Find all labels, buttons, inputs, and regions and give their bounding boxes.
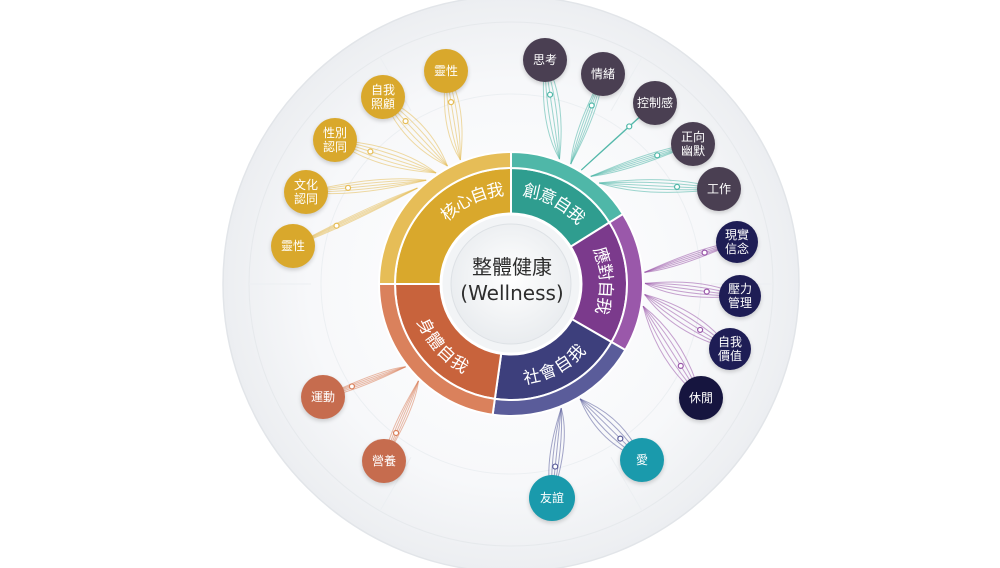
branch-dot [697,326,704,334]
branch-dot [392,429,400,437]
branch-dot [367,148,374,155]
branch-dot [348,383,356,390]
topic-node: 休閒 [679,376,723,420]
branch-dot [447,99,455,106]
branch-dot [626,123,633,130]
branch-dot [552,463,559,470]
topic-node: 自我 價值 [709,328,751,370]
hub [450,223,572,345]
branch-dot [402,118,409,125]
center-title-sub: (Wellness) [460,281,564,305]
topic-node: 營養 [362,439,406,483]
topic-node: 自我 照顧 [361,75,405,119]
topic-node: 友誼 [529,475,575,521]
topic-node: 情緒 [581,52,625,96]
grid-spoke [610,56,643,112]
center-title: 整體健康 (Wellness) [456,254,568,306]
branch-dot [588,102,595,109]
branch-dot [617,435,624,442]
topic-node: 控制感 [633,81,677,125]
topic-node: 文化 認同 [284,170,328,214]
topic-node: 正向 幽默 [671,122,715,166]
branch-dot [344,184,352,192]
segment-rim-physical [377,283,496,416]
topic-node: 運動 [301,375,345,419]
branch-dot [703,288,710,295]
branch-dot [673,183,681,191]
topic-node: 性別 認同 [313,118,357,162]
center-title-main: 整體健康 [472,255,552,279]
topic-node: 思考 [523,38,567,82]
topic-node: 愛 [620,438,664,482]
branch-dot [677,362,684,369]
topic-node: 壓力 管理 [719,275,761,317]
grid-spoke [610,456,643,512]
grid-spoke [379,456,412,512]
branch-dot [546,91,554,98]
topic-node: 靈性 [271,224,315,268]
branch-dot [701,249,708,256]
branch-dot [654,152,661,159]
branch-dot [333,222,340,229]
topic-node: 現實 信念 [716,221,758,263]
topic-node: 工作 [697,167,741,211]
topic-node: 靈性 [424,49,468,93]
